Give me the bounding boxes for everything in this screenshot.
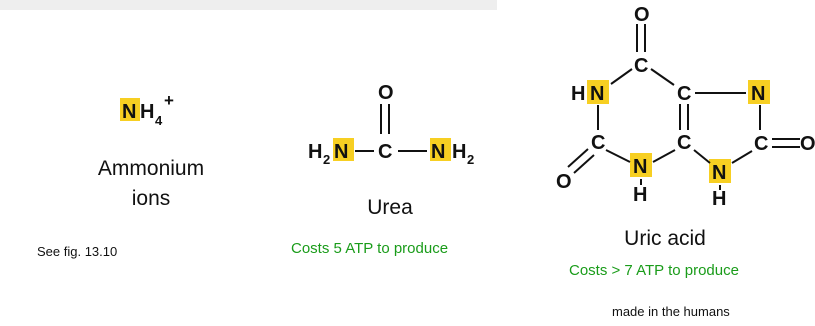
uric-n9-highlight — [709, 159, 731, 183]
uric-h-n1: H — [571, 83, 585, 105]
uric-h9: H — [712, 188, 726, 210]
uric-n3-highlight — [630, 153, 652, 177]
uric-acid-structure: O C H N C N C C C O O N N H H — [556, 4, 815, 210]
urea-c: C — [378, 141, 392, 163]
uric-o-top: O — [634, 4, 650, 26]
ammonium-n: N — [122, 101, 136, 123]
uric-bond-c6-c5 — [650, 68, 675, 86]
urea-cost: Costs 5 ATP to produce — [291, 240, 449, 257]
uric-bond-c6-n1 — [610, 68, 633, 85]
uric-n7-highlight — [748, 80, 770, 104]
uric-c8: C — [754, 133, 768, 155]
top-bar — [0, 0, 497, 10]
uric-acid-note: made in the humans — [612, 304, 730, 319]
urea-subscript-left: 2 — [323, 152, 330, 167]
uric-bond-n3-c4 — [652, 149, 676, 163]
ammonium-h: H — [140, 101, 154, 123]
urea-n-left: N — [334, 141, 348, 163]
uric-bond-c2-n3 — [605, 149, 631, 163]
ammonium-n-highlight — [120, 98, 140, 121]
uric-bond-c4-n9 — [693, 149, 711, 164]
uric-double-bond-c2-o-b — [573, 154, 595, 174]
urea-label: Urea — [367, 196, 413, 219]
uric-c-top: C — [634, 55, 648, 77]
uric-o-left: O — [556, 171, 572, 193]
ammonium-formula: N H 4 + — [120, 91, 174, 128]
uric-bond-n9-c8 — [731, 150, 753, 164]
uric-n7: N — [751, 83, 765, 105]
uric-h3: H — [633, 184, 647, 206]
ammonium-label-line1: Ammonium — [97, 157, 205, 180]
figure-reference-note: See fig. 13.10 — [37, 244, 118, 259]
uric-o-right: O — [800, 133, 815, 155]
uric-n3: N — [633, 156, 647, 178]
ammonium-label-line2: ions — [131, 187, 171, 210]
urea-n-right: N — [431, 141, 445, 163]
uric-n9: N — [712, 162, 726, 184]
urea-o: O — [378, 82, 394, 104]
uric-acid-cost: Costs > 7 ATP to produce — [569, 262, 739, 279]
uric-c4: C — [677, 132, 691, 154]
urea-h-left: H — [308, 141, 322, 163]
uric-c2: C — [591, 132, 605, 154]
uric-n1-highlight — [587, 80, 609, 104]
uric-c5: C — [677, 83, 691, 105]
urea-subscript-right: 2 — [467, 152, 474, 167]
uric-double-bond-c2-o-a — [567, 148, 589, 168]
urea-h-right: H — [452, 141, 466, 163]
uric-acid-label: Uric acid — [624, 227, 706, 250]
urea-structure: O C H 2 N N H 2 — [308, 82, 474, 167]
uric-n1: N — [590, 83, 604, 105]
ammonium-charge: + — [164, 91, 174, 110]
ammonium-subscript: 4 — [155, 113, 163, 128]
urea-n-left-highlight — [333, 138, 354, 161]
urea-n-right-highlight — [430, 138, 451, 161]
